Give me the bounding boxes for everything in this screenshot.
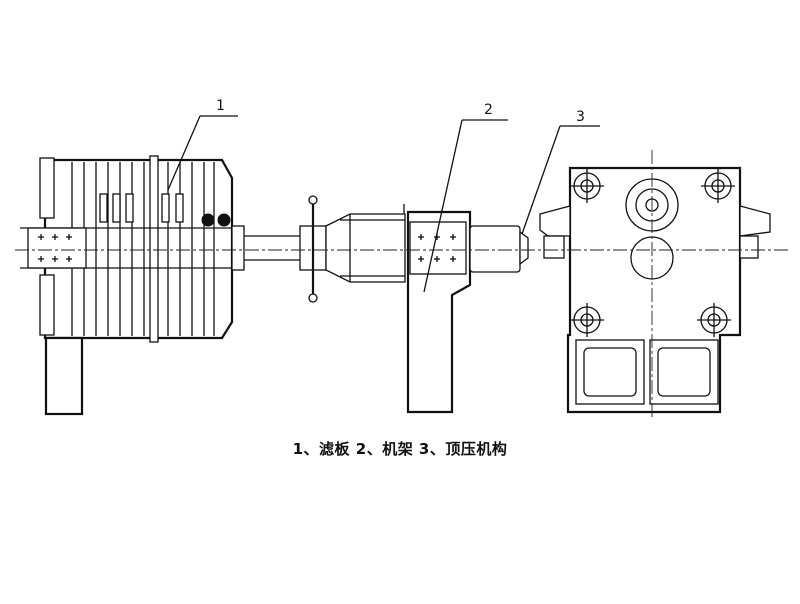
filter-plate-stack: [20, 155, 240, 416]
pressing-mechanism: [539, 166, 771, 414]
connecting-rod: [231, 195, 406, 303]
label-part-2: 2: [484, 102, 493, 118]
machine-frame: [403, 204, 529, 414]
label-part-1: 1: [216, 98, 225, 114]
leader-lines: [167, 115, 600, 293]
label-part-3: 3: [576, 109, 585, 125]
diagram-caption: 1、滤板 2、机架 3、顶压机构: [292, 440, 508, 458]
center-lines: [15, 150, 790, 420]
